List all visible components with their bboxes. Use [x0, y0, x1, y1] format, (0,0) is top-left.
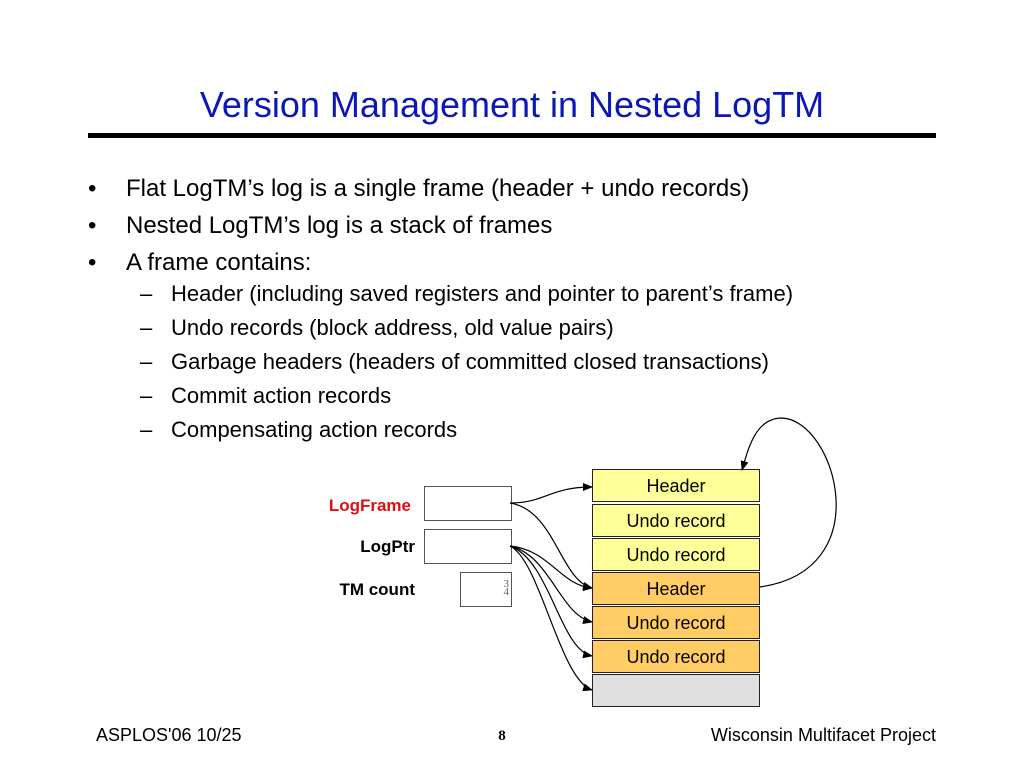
log-ptr-arrow-4: [509, 545, 593, 692]
sub-bullet-item: Commit action records: [88, 383, 988, 409]
log-frame-arrow-old: [509, 483, 593, 504]
bullet-item: Nested LogTM’s log is a stack of frames: [88, 212, 988, 240]
bullet-item: A frame contains:: [88, 249, 988, 277]
tm-count-register: 3 4: [460, 572, 512, 607]
slide-title: Version Management in Nested LogTM: [199, 84, 825, 125]
log-cell-undo-record: Undo record: [592, 640, 760, 673]
footer-left: ASPLOS'06 10/25: [96, 725, 242, 745]
log-frame-register: [424, 486, 512, 521]
tm-count-old-value: 3: [503, 578, 510, 590]
sub-bullet-item: Undo records (block address, old value p…: [88, 315, 988, 341]
log-cell-undo-record: Undo record: [592, 504, 760, 537]
log-cell-empty: [592, 674, 760, 707]
log-ptr-arrow-3: [509, 545, 593, 659]
bullet-item: Flat LogTM’s log is a single frame (head…: [88, 175, 988, 203]
parent-frame-arrow: [740, 417, 837, 588]
sub-bullet-item: Compensating action records: [88, 417, 988, 443]
log-frame-label: LogFrame: [328, 496, 411, 515]
log-cell-header: Header: [592, 469, 760, 502]
tm-count-label: TM count: [339, 580, 415, 599]
sub-bullet-item: Header (including saved registers and po…: [88, 281, 988, 307]
log-ptr-arrow-2: [509, 545, 593, 624]
title-rule: [88, 133, 936, 138]
page-number: 8: [498, 728, 506, 744]
tm-count-value: 4: [503, 586, 510, 598]
log-ptr-label: LogPtr: [360, 537, 415, 556]
log-cell-undo-record: Undo record: [592, 538, 760, 571]
bullet-list: Flat LogTM’s log is a single frame (head…: [88, 175, 988, 451]
log-ptr-arrow-1: [509, 545, 593, 592]
sub-bullet-item: Garbage headers (headers of committed cl…: [88, 349, 988, 375]
log-frame-arrow: [509, 502, 593, 590]
log-cell-header: Header: [592, 572, 760, 605]
footer-right: Wisconsin Multifacet Project: [710, 725, 936, 745]
